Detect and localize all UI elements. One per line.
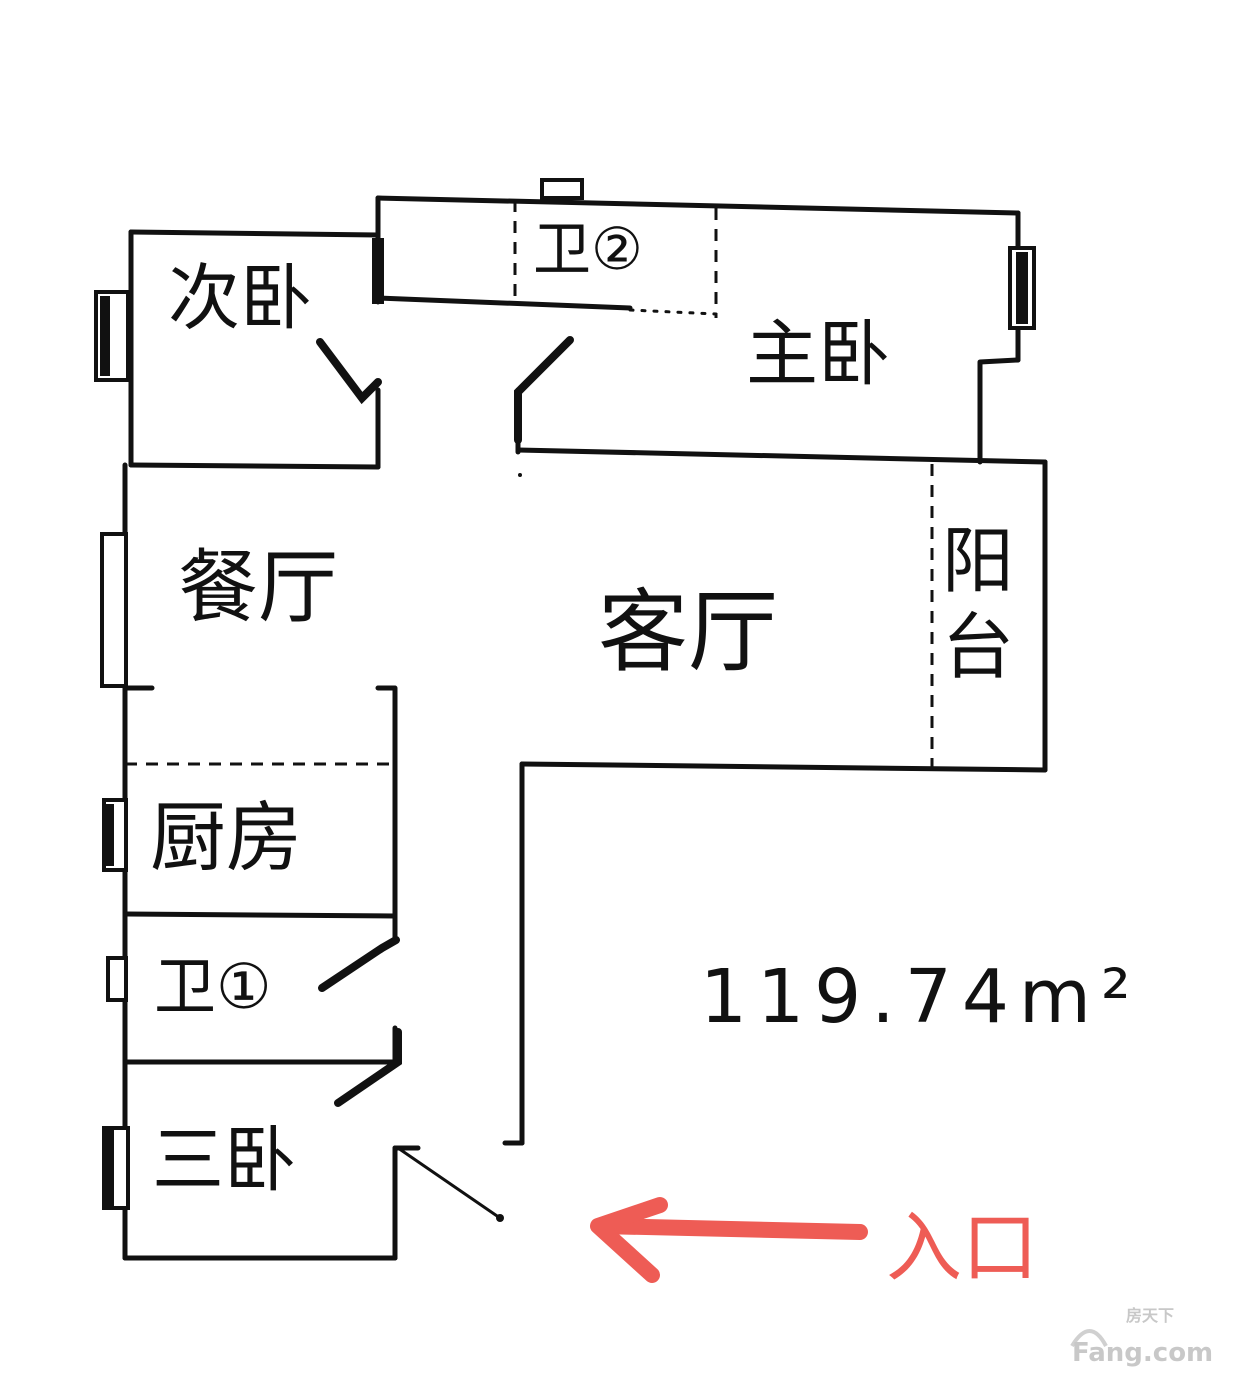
label-dining: 餐厅 <box>178 541 338 634</box>
entry-label: 入口 <box>886 1203 1038 1292</box>
label-third-bedroom: 三卧 <box>152 1118 297 1202</box>
label-bathroom-1: 卫① <box>154 950 272 1023</box>
walls <box>122 195 1048 1261</box>
watermark-logo <box>1070 1329 1108 1348</box>
label-kitchen: 厨房 <box>150 793 302 882</box>
label-living: 客厅 <box>598 580 778 685</box>
watermark-brand: Fang.com <box>1072 1338 1214 1368</box>
entry-arrow <box>590 1197 868 1283</box>
area-label: 119.74m² <box>700 954 1141 1040</box>
windows <box>94 178 1036 1210</box>
doors <box>316 336 574 1222</box>
label-master-bedroom: 主卧 <box>746 312 891 396</box>
label-balcony: 阳台 <box>941 519 1014 690</box>
label-bathroom-2: 卫② <box>533 215 643 283</box>
watermark-small-text: 房天下 <box>1126 1306 1175 1325</box>
label-second-bedroom: 次卧 <box>168 256 313 340</box>
dashed-partitions <box>125 200 934 770</box>
